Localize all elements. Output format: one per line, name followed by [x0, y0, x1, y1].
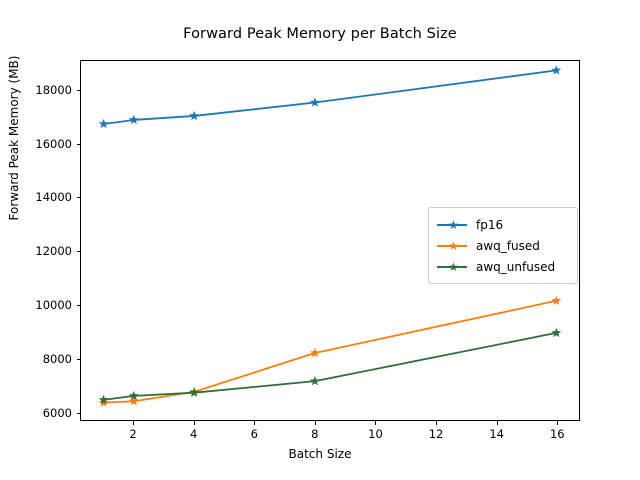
- series-line-fp16: [103, 69, 557, 125]
- chart-legend: ★ fp16 ★ awq_fused ★ awq_unfused: [428, 207, 578, 284]
- x-tick-mark: [254, 421, 256, 425]
- legend-star-icon: ★: [448, 239, 459, 253]
- y-tick-label: 18000: [35, 82, 72, 97]
- legend-star-icon: ★: [448, 260, 459, 274]
- series-marker-awq_unfused: [98, 394, 109, 405]
- legend-label: awq_fused: [476, 238, 540, 253]
- x-tick-label: 16: [549, 427, 565, 441]
- y-tick-mark: [76, 251, 80, 253]
- x-tick-label: 12: [428, 427, 444, 441]
- x-tick-mark: [557, 421, 559, 425]
- legend-star-icon: ★: [448, 218, 459, 232]
- x-tick-mark: [496, 421, 498, 425]
- legend-swatch-icon: ★: [437, 239, 467, 253]
- series-line-awq_fused: [103, 299, 557, 404]
- chart-title: Forward Peak Memory per Batch Size: [183, 26, 457, 42]
- series-line-awq_unfused: [103, 332, 557, 401]
- legend-item-awq_unfused[interactable]: ★ awq_unfused: [437, 256, 569, 277]
- y-tick-label: 8000: [42, 352, 72, 367]
- y-axis-label: Forward Peak Memory (MB): [7, 55, 21, 221]
- y-tick-label: 16000: [35, 136, 72, 151]
- series-layer: [98, 65, 562, 407]
- y-tick-label: 10000: [35, 298, 72, 313]
- y-tick-mark: [76, 197, 80, 199]
- series-marker-awq_unfused: [551, 327, 562, 338]
- y-tick-mark: [76, 305, 80, 307]
- series-marker-awq_unfused: [128, 390, 139, 401]
- y-tick-label: 6000: [42, 405, 72, 420]
- legend-swatch-icon: ★: [437, 218, 467, 232]
- x-tick-label: 4: [189, 427, 198, 441]
- x-tick-mark: [436, 421, 438, 425]
- series-marker-fp16: [98, 118, 109, 129]
- y-tick-label: 12000: [35, 244, 72, 259]
- x-tick-label: 10: [368, 427, 383, 441]
- x-tick-mark: [375, 421, 377, 425]
- series-marker-awq_unfused: [189, 387, 200, 397]
- series-marker-awq_unfused: [309, 375, 320, 386]
- series-marker-awq_fused: [309, 347, 320, 358]
- y-tick-mark: [76, 359, 80, 361]
- series-marker-fp16: [189, 110, 200, 121]
- legend-line: [437, 266, 467, 268]
- x-tick-mark: [193, 421, 195, 425]
- x-tick-mark: [314, 421, 316, 425]
- legend-item-awq_fused[interactable]: ★ awq_fused: [437, 235, 569, 256]
- x-axis-label: Batch Size: [288, 447, 352, 461]
- series-marker-fp16: [551, 65, 562, 75]
- legend-line: [437, 224, 467, 226]
- legend-item-fp16[interactable]: ★ fp16: [437, 214, 569, 235]
- x-tick-label: 8: [311, 427, 319, 441]
- legend-label: awq_unfused: [476, 259, 556, 274]
- x-tick-label: 14: [489, 427, 504, 441]
- series-marker-fp16: [309, 97, 320, 107]
- series-marker-fp16: [128, 114, 139, 125]
- legend-label: fp16: [476, 217, 504, 232]
- y-tick-mark: [76, 89, 80, 91]
- plot-area: [80, 60, 580, 421]
- y-tick-mark: [76, 412, 80, 414]
- series-marker-awq_fused: [98, 397, 109, 407]
- series-marker-awq_fused: [128, 396, 139, 406]
- y-tick-label: 14000: [35, 190, 72, 205]
- legend-swatch-icon: ★: [437, 260, 467, 274]
- x-tick-mark: [133, 421, 135, 425]
- legend-line: [437, 245, 467, 247]
- series-marker-awq_fused: [551, 295, 562, 305]
- y-tick-mark: [76, 143, 80, 145]
- x-tick-label: 6: [250, 427, 258, 441]
- x-tick-label: 2: [129, 427, 137, 441]
